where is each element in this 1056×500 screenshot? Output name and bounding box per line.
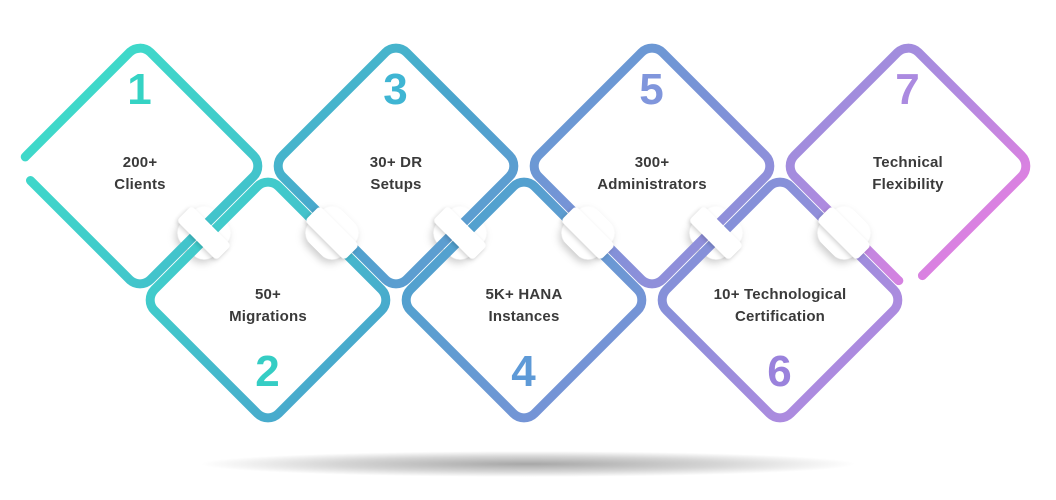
chain-link-bands bbox=[178, 207, 870, 259]
diamond-outlines bbox=[17, 43, 1031, 423]
chain-link-band bbox=[690, 207, 742, 259]
diamond-shape bbox=[529, 43, 775, 289]
ground-shadow bbox=[73, 446, 983, 482]
chain-link-backs bbox=[177, 206, 871, 260]
diamond-shape bbox=[145, 177, 391, 423]
diamond-shape bbox=[657, 177, 903, 423]
diamond-shape bbox=[273, 43, 519, 289]
chain-link-band bbox=[178, 207, 230, 259]
chain-link-band bbox=[306, 207, 358, 259]
chain-link-band bbox=[434, 207, 486, 259]
chain-link-band bbox=[562, 207, 614, 259]
diamond-shape bbox=[17, 43, 263, 289]
diamond-shape bbox=[785, 43, 1031, 289]
diamond-shape bbox=[401, 177, 647, 423]
chain-link-band bbox=[818, 207, 870, 259]
